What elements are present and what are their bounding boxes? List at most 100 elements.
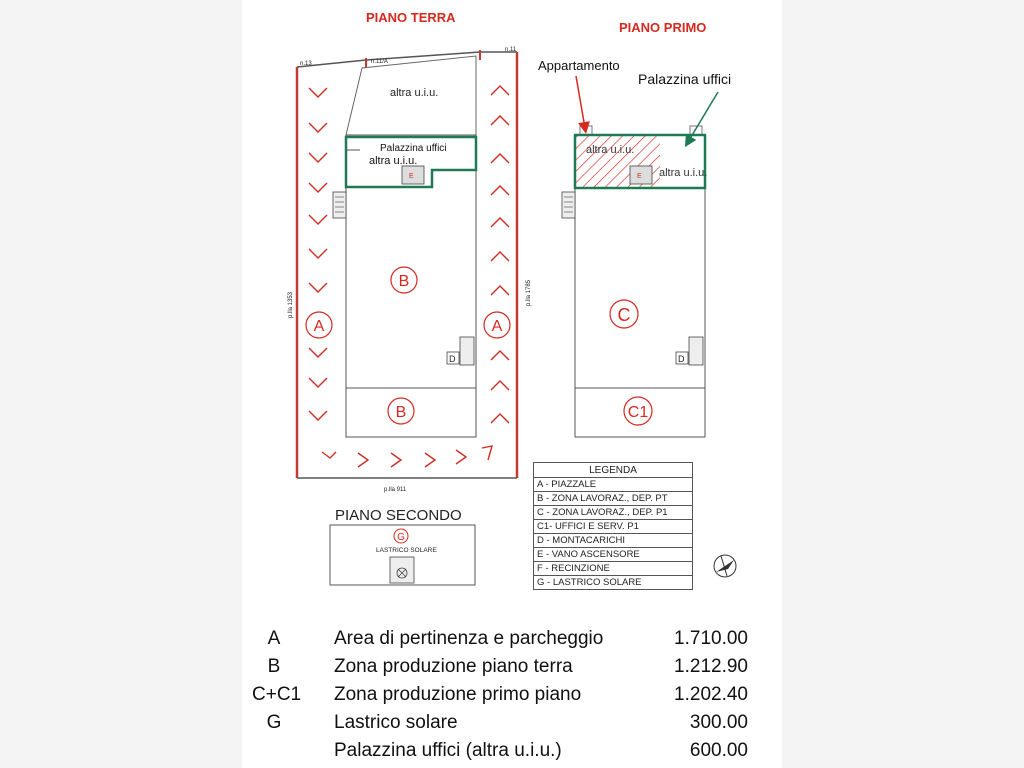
elevator-e-first: E: [637, 173, 642, 180]
traffic-chevron: [308, 248, 328, 259]
office-callout: Palazzina uffici: [638, 71, 731, 87]
summary-row: Palazzina uffici (altra u.i.u.) 600.00: [252, 740, 772, 768]
summary-description: Area di pertinenza e parcheggio: [334, 628, 604, 649]
legend-item: G - LASTRICO SOLARE: [533, 575, 693, 590]
summary-value: 1.212.90: [674, 656, 748, 677]
area-summary: A Area di pertinenza e parcheggio 1.710.00…: [252, 628, 772, 768]
traffic-chevron: [490, 350, 510, 361]
legend-item: D - MONTACARICHI: [533, 533, 693, 548]
stairs-first: [561, 191, 576, 219]
first-floor-title: PIANO PRIMO: [619, 20, 706, 35]
summary-value: 1.710.00: [674, 628, 748, 649]
summary-value: 1.202.40: [674, 684, 748, 705]
legend-title: LEGENDA: [533, 462, 693, 478]
north-arrow-icon: [713, 554, 737, 578]
parcel-left: p.lla 1353: [288, 291, 294, 318]
summary-key: B: [267, 656, 281, 677]
solar-roof-label: LASTRICO SOLARE: [376, 547, 437, 554]
traffic-chevron: [481, 445, 493, 461]
legend-item: E - VANO ASCENSORE: [533, 547, 693, 562]
building-b: [345, 134, 477, 438]
traffic-chevron: [490, 285, 510, 296]
other-unit-label-ground: altra u.i.u.: [369, 155, 417, 167]
zone-b-lower-marker: B: [396, 404, 407, 421]
other-unit-label-apartment: altra u.i.u.: [586, 144, 634, 156]
elevator-e-ground: E: [409, 173, 414, 180]
stairs-ground: [332, 191, 347, 219]
traffic-chevron: [490, 251, 510, 262]
second-floor-plan: PIANO SECONDO G LASTRICO SOLARE: [329, 507, 476, 586]
parcel-bottom: p.lla 911: [384, 487, 407, 493]
legend-item-label: E - VANO ASCENSORE: [533, 547, 693, 562]
office-label-ground: Palazzina uffici: [380, 143, 447, 154]
summary-value: 600.00: [689, 740, 748, 761]
solar-roof-area: [329, 524, 476, 586]
traffic-chevron: [308, 214, 328, 225]
parcel-right: p.lla 1785: [526, 279, 532, 306]
ground-floor-title: PIANO TERRA: [366, 10, 456, 25]
summary-row: A Area di pertinenza e parcheggio 1.710.00: [252, 628, 772, 656]
traffic-chevron: [390, 452, 403, 468]
traffic-chevron: [308, 152, 328, 163]
legend-item-label: G - LASTRICO SOLARE: [533, 575, 693, 590]
first-floor-plan: altra u.i.u. altra u.i.u. E D C C1 Appar…: [538, 58, 731, 438]
traffic-chevron: [424, 452, 437, 468]
traffic-chevron: [308, 182, 328, 193]
traffic-chevron: [490, 153, 510, 164]
second-floor-title: PIANO SECONDO: [335, 507, 462, 524]
office-building-ground: [344, 135, 478, 189]
office-arrow: [684, 91, 719, 148]
traffic-chevron: [308, 347, 328, 358]
parcel-n11a: n.11/A: [371, 59, 388, 65]
plan-sheet: [242, 0, 782, 768]
legend-item: C - ZONA LAVORAZ., DEP. P1: [533, 505, 693, 520]
zone-c1-marker: C1: [628, 404, 649, 421]
legend-item-label: D - MONTACARICHI: [533, 533, 693, 548]
roof-elevator-housing: [389, 556, 415, 584]
traffic-chevron: [490, 413, 510, 424]
traffic-chevron: [357, 452, 370, 468]
freight-lift-ground: [459, 336, 475, 366]
traffic-chevron: [490, 115, 510, 126]
traffic-chevron: [308, 122, 328, 133]
parcel-n11: n.11: [505, 47, 517, 53]
traffic-chevron: [490, 85, 510, 96]
traffic-chevron: [455, 449, 468, 465]
legend-item-label: C1- UFFICI E SERV. P1: [533, 519, 693, 534]
zone-c-marker: C: [618, 305, 631, 325]
north-boundary: [296, 51, 517, 68]
traffic-chevron: [308, 282, 328, 293]
legend-item-label: F - RECINZIONE: [533, 561, 693, 576]
zone-g-marker: G: [397, 532, 405, 543]
zone-d-ground: D: [449, 354, 456, 364]
legend-item: A - PIAZZALE: [533, 477, 693, 492]
traffic-chevron: [321, 451, 337, 459]
traffic-chevron: [490, 185, 510, 196]
summary-value: 300.00: [689, 712, 748, 733]
summary-description: Palazzina uffici (altra u.i.u.): [334, 740, 562, 761]
office-building-first: [573, 133, 707, 190]
traffic-chevron: [308, 87, 328, 98]
zone-a-east-marker: A: [492, 318, 503, 335]
legend-item-label: C - ZONA LAVORAZ., DEP. P1: [533, 505, 693, 520]
summary-key: G: [266, 712, 282, 733]
other-unit-label-first: altra u.i.u.: [659, 167, 707, 179]
traffic-chevron: [308, 377, 328, 388]
zone-a-west-marker: A: [314, 318, 325, 335]
legend-item: F - RECINZIONE: [533, 561, 693, 576]
traffic-chevron: [490, 380, 510, 391]
traffic-chevron: [490, 217, 510, 228]
summary-description: Zona produzione primo piano: [334, 684, 582, 705]
ground-floor-plan: n.13 n.11/A n.11 altra u.i.u. Palazzina …: [288, 47, 532, 493]
legend-item-label: B - ZONA LAVORAZ., DEP. PT: [533, 491, 693, 506]
summary-key: A: [267, 628, 281, 649]
summary-row: G Lastrico solare 300.00: [252, 712, 772, 740]
zone-b-marker: B: [399, 273, 410, 290]
summary-description: Lastrico solare: [334, 712, 458, 733]
legend-item: B - ZONA LAVORAZ., DEP. PT: [533, 491, 693, 506]
summary-key: C+C1: [252, 684, 302, 705]
legend-item: C1- UFFICI E SERV. P1: [533, 519, 693, 534]
